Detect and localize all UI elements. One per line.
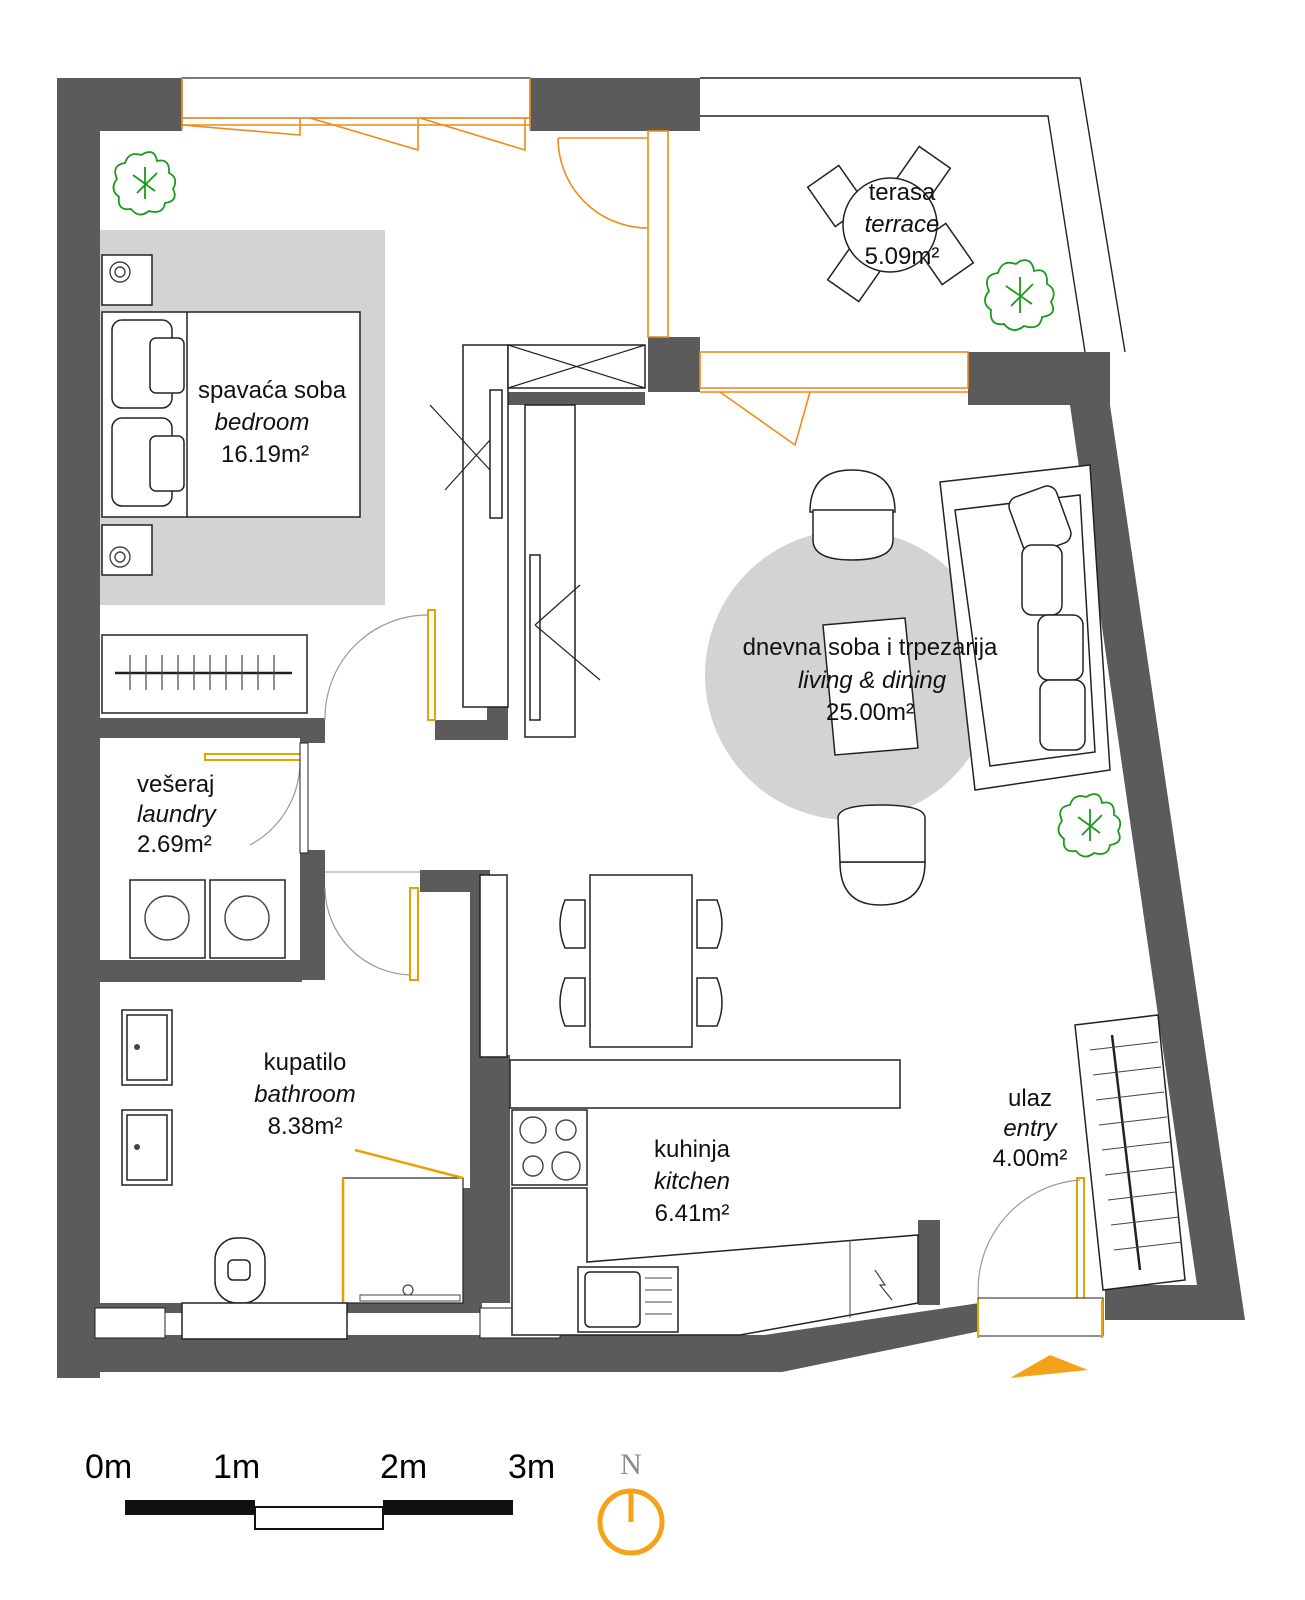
label-living: dnevna soba i trpezarija living & dining…	[743, 634, 998, 726]
kitchen-sink	[577, 1266, 679, 1333]
room-name-en: terrace	[865, 211, 940, 238]
plant-terrace	[984, 259, 1055, 331]
plant-living	[1057, 793, 1122, 858]
dryer	[209, 879, 286, 959]
laundry-door	[204, 742, 309, 854]
terrace-outline	[700, 77, 1126, 353]
plant-bedroom	[112, 151, 177, 216]
top-window	[181, 77, 531, 152]
bedroom-door	[324, 609, 436, 721]
fridge	[849, 1240, 893, 1318]
room-area: 4.00m²	[993, 1145, 1068, 1172]
kitchen-island	[509, 1059, 901, 1109]
label-bathroom: kupatilo bathroom 8.38m²	[254, 1049, 355, 1140]
wardrobe-top	[507, 344, 646, 389]
room-area: 2.69m²	[137, 831, 212, 858]
bathroom-door	[324, 871, 420, 981]
coffee-table	[822, 617, 919, 756]
label-kitchen: kuhinja kitchen 6.41m²	[654, 1136, 731, 1227]
room-name-en: living & dining	[798, 667, 947, 694]
room-name-sr: ulaz	[1008, 1085, 1052, 1112]
toilet	[214, 1237, 266, 1304]
room-name-sr: terasa	[869, 179, 936, 206]
scale-label-0: 0m	[85, 1448, 132, 1486]
entry-arrow	[1010, 1355, 1088, 1378]
room-area: 16.19m²	[221, 441, 309, 468]
bed	[101, 311, 361, 518]
dining-table	[589, 874, 693, 1048]
shower	[341, 1148, 464, 1304]
nightstand-bottom	[101, 524, 153, 576]
washbasin-bottom	[121, 1109, 173, 1186]
washbasin-top	[121, 1009, 173, 1086]
room-name-sr: vešeraj	[137, 771, 214, 798]
room-area: 6.41m²	[655, 1200, 730, 1227]
room-area: 8.38m²	[268, 1113, 343, 1140]
cooktop	[511, 1109, 588, 1186]
bathroom-counter	[181, 1302, 348, 1340]
room-name-en: entry	[1003, 1115, 1058, 1142]
room-name-sr: kuhinja	[654, 1136, 731, 1163]
bedroom-closet	[101, 634, 308, 714]
terrace-table-set	[806, 145, 975, 303]
room-name-en: bathroom	[254, 1081, 355, 1108]
room-name-en: bedroom	[215, 409, 310, 436]
room-name-sr: spavaća soba	[198, 377, 347, 404]
room-name-sr: dnevna soba i trpezarija	[743, 634, 998, 661]
entry-closet	[1074, 1014, 1186, 1291]
label-bedroom: spavaća soba bedroom 16.19m²	[198, 377, 347, 468]
room-name-sr: kupatilo	[264, 1049, 347, 1076]
room-name-en: kitchen	[654, 1168, 730, 1195]
scale-label-3: 3m	[508, 1448, 555, 1486]
north-label: N	[620, 1448, 642, 1481]
kitchen-tall-unit	[479, 874, 508, 1058]
room-name-en: laundry	[137, 801, 218, 828]
terrace-bottom-door	[699, 351, 969, 447]
entry-door	[977, 1177, 1104, 1338]
room-area: 5.09m²	[865, 243, 940, 270]
scale-label-2: 2m	[380, 1448, 427, 1486]
terrace-side-door	[557, 130, 669, 338]
washing-machine	[129, 879, 206, 959]
wardrobe-bedroom	[429, 344, 509, 708]
bottom-niche-left	[94, 1307, 166, 1339]
armchairs	[809, 469, 926, 906]
scale-bar: 0m 1m 2m 3m	[85, 1448, 555, 1530]
nightstand-top	[101, 254, 153, 306]
dining-chairs	[559, 899, 723, 1027]
label-terrace: terasa terrace 5.09m²	[865, 179, 940, 270]
sofa	[939, 464, 1111, 791]
label-laundry: vešeraj laundry 2.69m²	[137, 771, 218, 858]
scale-label-1: 1m	[213, 1448, 260, 1486]
room-area: 25.00m²	[826, 699, 914, 726]
compass: N	[597, 1448, 665, 1556]
wardrobe-living	[524, 404, 601, 738]
label-entry: ulaz entry 4.00m²	[993, 1085, 1068, 1172]
